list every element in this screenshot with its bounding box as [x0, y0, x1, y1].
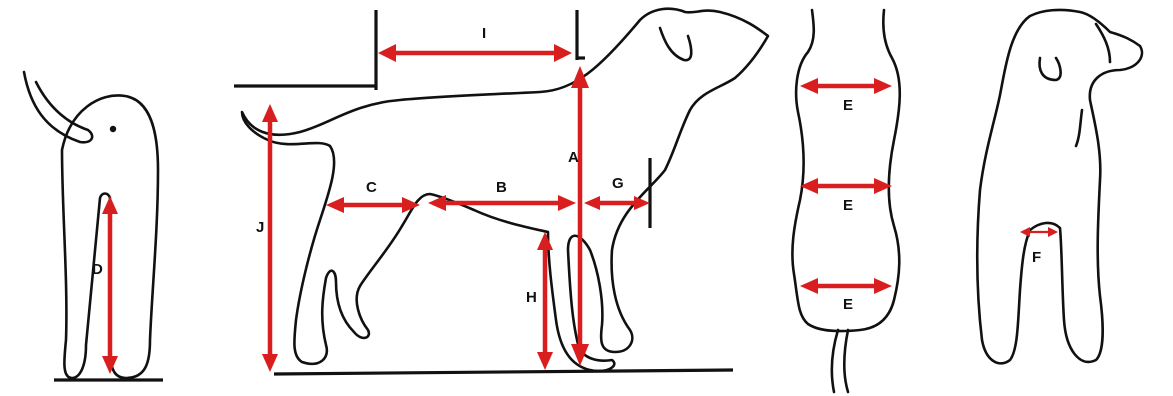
front-dog-neck: [1076, 110, 1082, 146]
arrow-e-mid: [800, 178, 892, 194]
top-body-tail: [832, 330, 848, 392]
front-view-dog: [977, 10, 1142, 363]
rear-dog-tail: [24, 72, 92, 142]
arrow-h: [537, 232, 553, 370]
label-h: H: [526, 289, 537, 306]
label-a: A: [568, 149, 579, 166]
label-i: I: [482, 25, 486, 42]
measurement-arrows: [102, 44, 1058, 374]
label-g: G: [612, 175, 624, 192]
label-e-bottom: E: [843, 296, 853, 313]
arrow-e-bottom: [800, 278, 892, 294]
label-e-top: E: [843, 97, 853, 114]
arrow-j: [262, 104, 278, 372]
arrow-e-top: [800, 78, 892, 94]
label-e-mid: E: [843, 197, 853, 214]
arrow-i: [378, 44, 572, 62]
arrow-b: [428, 195, 576, 211]
rear-dog-anus-dot: [110, 126, 116, 132]
label-j: J: [256, 219, 264, 236]
side-dog-ear: [660, 28, 691, 60]
arrow-f: [1020, 227, 1058, 237]
front-dog-ear: [1040, 58, 1061, 80]
rear-view-dog: [24, 72, 163, 380]
label-c: C: [366, 179, 377, 196]
label-f: F: [1032, 249, 1041, 266]
arrow-d: [102, 196, 118, 374]
label-d: D: [92, 261, 103, 278]
arrow-c: [326, 197, 420, 213]
label-b: B: [496, 179, 507, 196]
reference-block: [234, 10, 376, 90]
side-ground-line: [274, 370, 733, 374]
